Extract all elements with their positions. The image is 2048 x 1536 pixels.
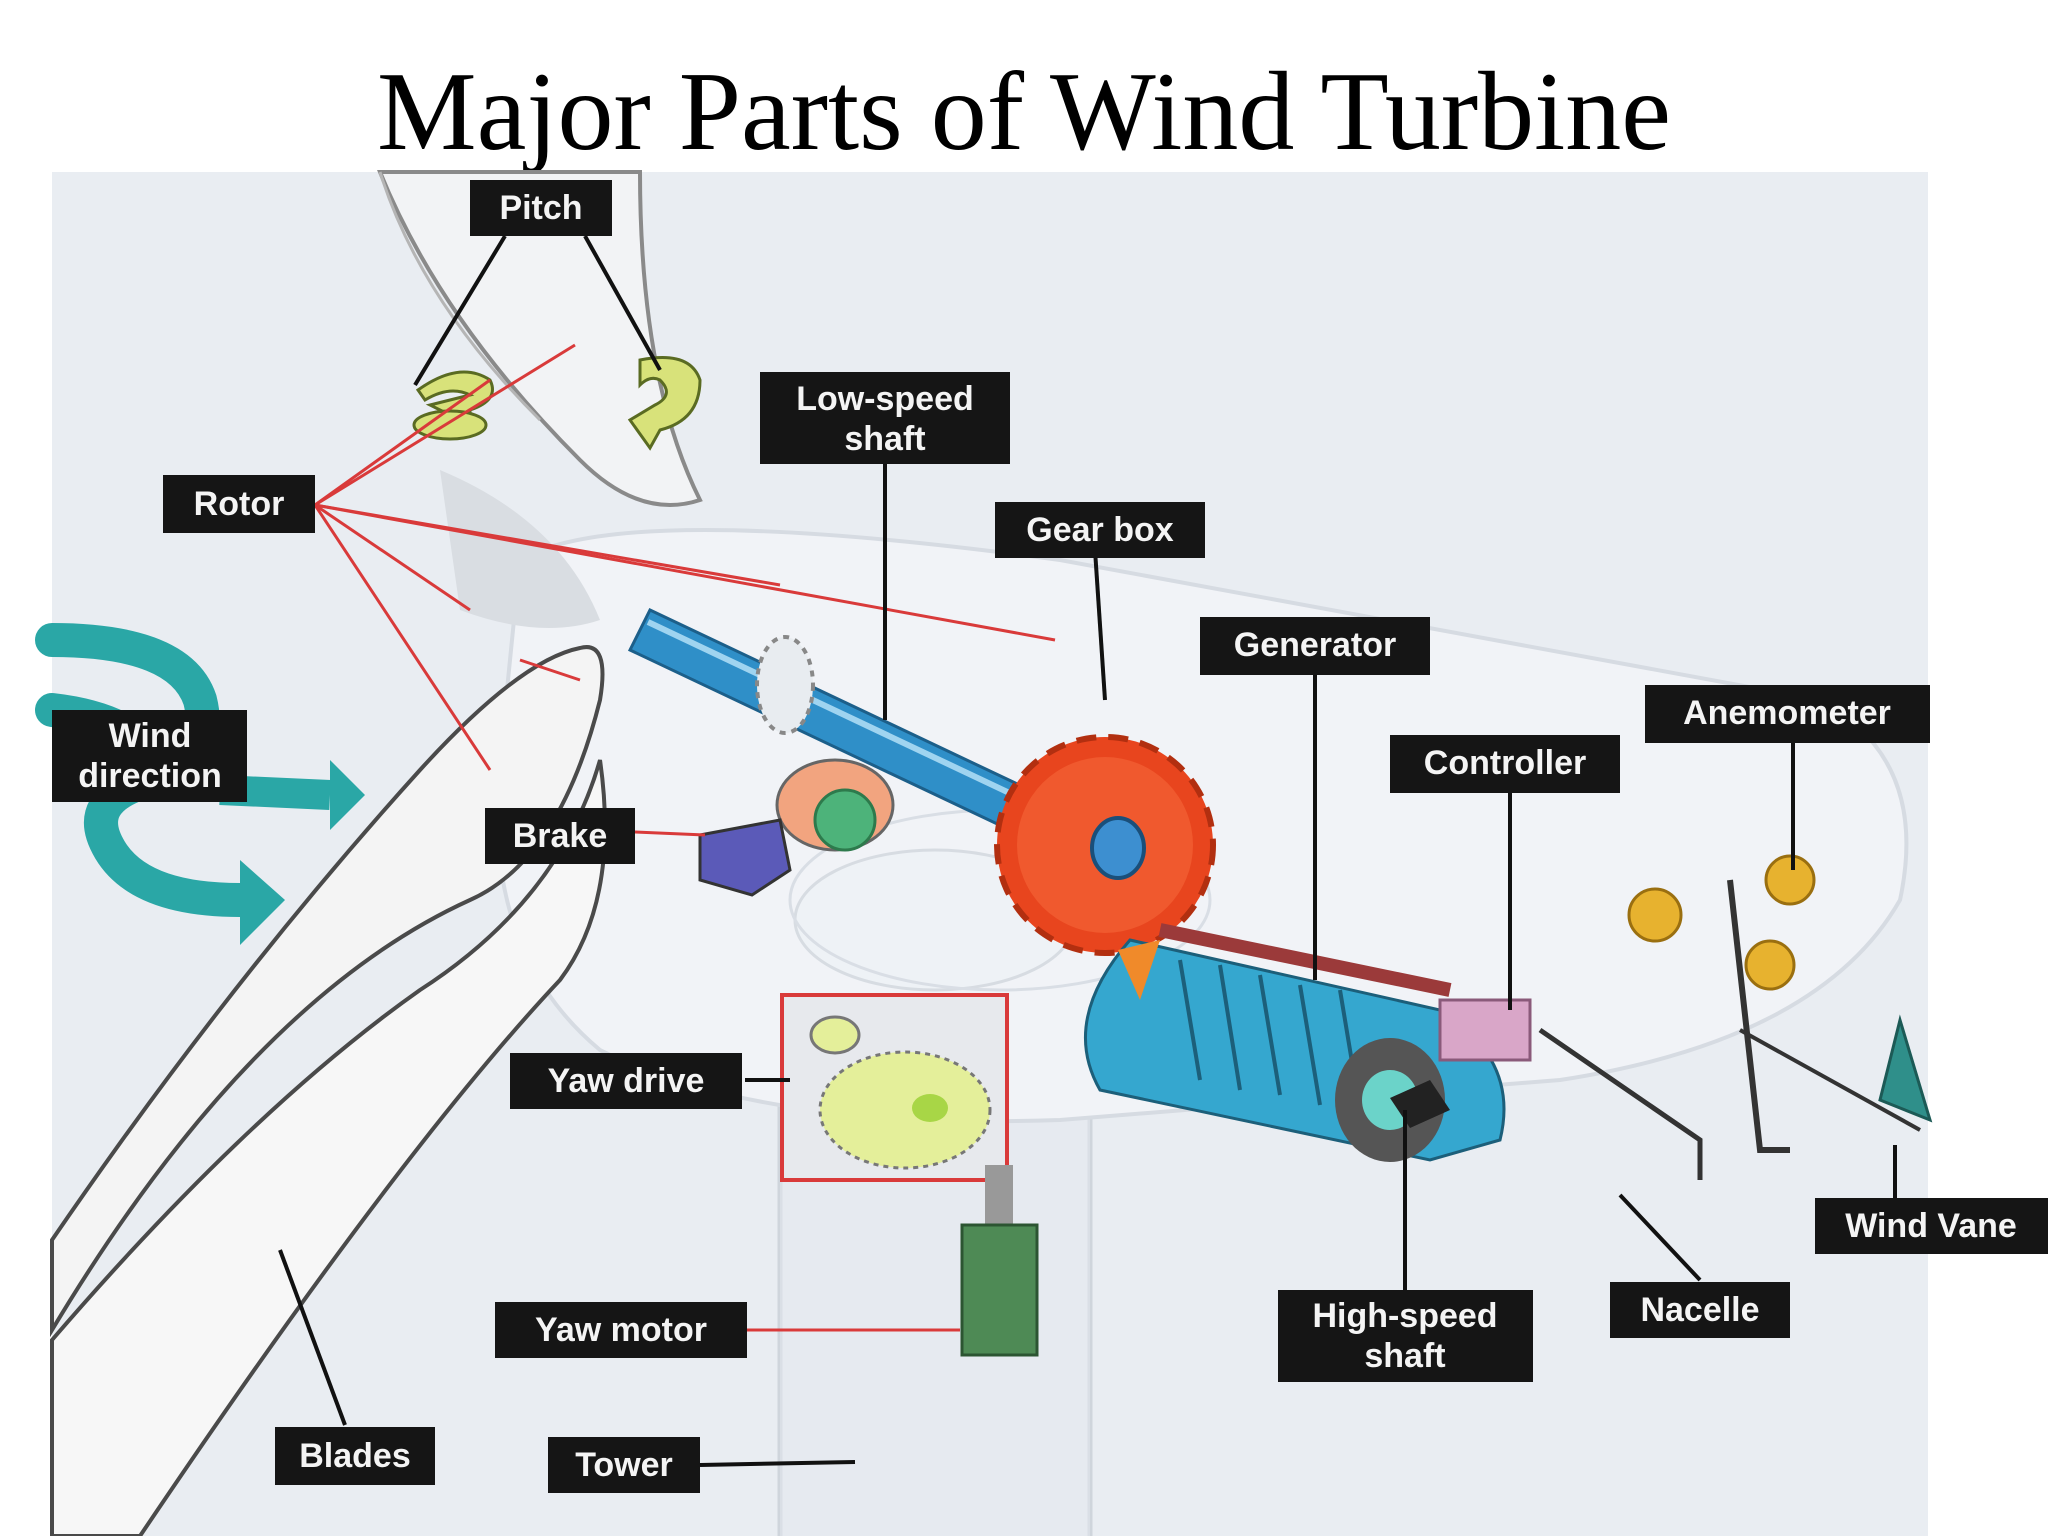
label-rotor: Rotor <box>163 475 315 533</box>
svg-text:Yaw motor: Yaw motor <box>535 1311 707 1349</box>
svg-text:Yaw drive: Yaw drive <box>548 1062 705 1100</box>
label-wind-direction: Wind direction <box>52 710 247 802</box>
label-brake: Brake <box>485 808 635 864</box>
gear-icon <box>994 734 1216 956</box>
svg-text:shaft: shaft <box>844 420 925 458</box>
svg-text:Low-speed: Low-speed <box>796 380 974 418</box>
label-high-speed-shaft: High-speed shaft <box>1278 1290 1533 1382</box>
svg-text:Wind Vane: Wind Vane <box>1845 1207 2017 1245</box>
rotor-callout-lines <box>313 343 1056 1332</box>
low-speed-shaft-shape <box>627 608 1033 832</box>
label-controller: Controller <box>1390 735 1620 793</box>
page-title: Major Parts of Wind Turbine <box>377 50 1671 174</box>
svg-text:Controller: Controller <box>1424 744 1586 782</box>
svg-text:Blades: Blades <box>299 1437 411 1475</box>
label-yaw-motor: Yaw motor <box>495 1302 747 1358</box>
svg-text:Gear box: Gear box <box>1026 511 1173 549</box>
svg-text:Brake: Brake <box>513 817 608 855</box>
label-wind-vane: Wind Vane <box>1815 1198 2048 1254</box>
svg-text:Rotor: Rotor <box>194 485 285 523</box>
label-leader-lines <box>278 234 1897 1467</box>
svg-text:Nacelle: Nacelle <box>1640 1291 1759 1329</box>
label-generator: Generator <box>1200 617 1430 675</box>
brake-shape <box>698 758 895 897</box>
yaw-motor-shape <box>960 1165 1039 1357</box>
label-gear-box: Gear box <box>995 502 1205 558</box>
svg-text:shaft: shaft <box>1364 1337 1445 1375</box>
controller-shape <box>1438 998 1532 1062</box>
svg-text:Generator: Generator <box>1234 626 1397 664</box>
label-yaw-drive: Yaw drive <box>510 1053 742 1109</box>
yaw-drive-shape <box>780 993 1009 1182</box>
label-anemometer: Anemometer <box>1645 685 1930 743</box>
svg-text:Anemometer: Anemometer <box>1683 694 1891 732</box>
anemometer-icon <box>1627 854 1816 1153</box>
label-tower: Tower <box>548 1437 700 1493</box>
svg-text:Wind: Wind <box>109 717 192 755</box>
label-pitch: Pitch <box>470 180 612 236</box>
svg-text:Tower: Tower <box>575 1446 673 1484</box>
label-low-speed-shaft: Low-speed shaft <box>760 372 1010 464</box>
label-nacelle: Nacelle <box>1610 1282 1790 1338</box>
svg-text:High-speed: High-speed <box>1312 1297 1497 1335</box>
label-blades: Blades <box>275 1427 435 1485</box>
svg-text:direction: direction <box>78 757 222 795</box>
wind-vane-icon <box>1538 1014 1933 1180</box>
svg-text:Pitch: Pitch <box>499 189 582 227</box>
blade-shapes <box>50 170 703 1536</box>
